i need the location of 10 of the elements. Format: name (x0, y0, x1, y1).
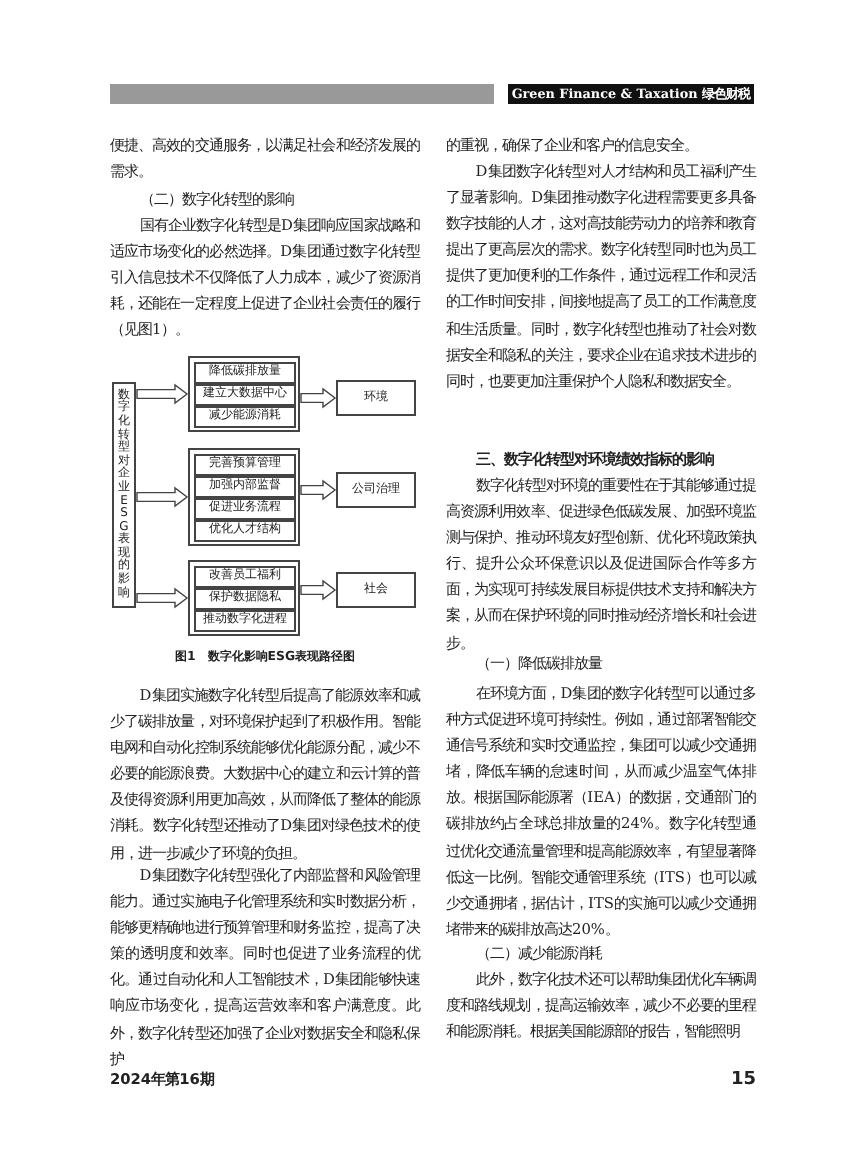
block-arrow (136, 587, 189, 609)
block-arrow (300, 479, 337, 501)
block-arrow (136, 383, 189, 405)
block-arrow (136, 486, 189, 508)
group-box (188, 560, 300, 636)
block-arrow (300, 387, 337, 409)
block-arrow (300, 579, 337, 601)
page-number: 15 (730, 1068, 756, 1092)
group-box (188, 356, 300, 432)
group-box (188, 448, 300, 546)
